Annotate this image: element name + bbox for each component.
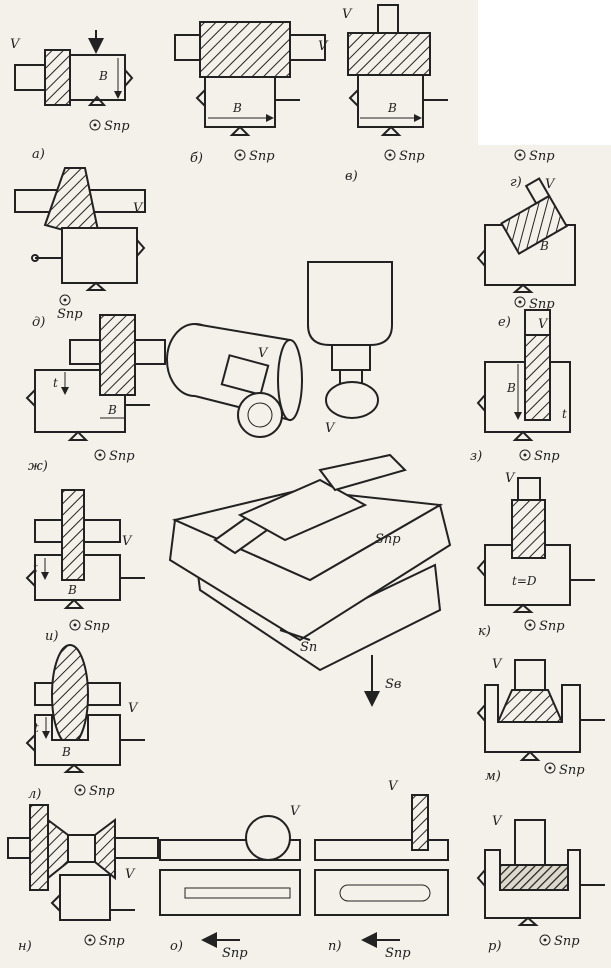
label-k: к): [478, 624, 491, 639]
label-d: д): [32, 315, 45, 330]
spindle-vertical: V: [307, 261, 393, 436]
dim-width-zh: B: [107, 403, 117, 417]
label-a: а): [32, 147, 45, 162]
velocity-d: V: [133, 201, 144, 216]
dim-depth-zh: t: [53, 376, 58, 390]
velocity-zh-persp: V: [258, 346, 269, 361]
velocity-p: V: [388, 779, 399, 794]
scheme-v: B V Sпр в): [342, 4, 448, 184]
velocity-l: V: [128, 701, 139, 716]
dim-width-z: B: [506, 381, 516, 395]
feed-table: Sпр: [375, 532, 401, 547]
feed-a: Sпр: [104, 119, 130, 134]
feed-e: Sпр: [529, 297, 555, 312]
dim-depth-l: t: [34, 721, 39, 735]
label-r: р): [488, 939, 501, 954]
velocity-z: V: [538, 317, 549, 332]
scheme-zh-perspective: V: [166, 323, 303, 438]
feed-g: Sпр: [529, 149, 555, 164]
scheme-o: V Sпр о): [159, 804, 301, 961]
feed-z: Sпр: [534, 449, 560, 464]
dim-depth-i: t: [33, 561, 38, 575]
feed-m: Sпр: [559, 763, 585, 778]
velocity-a: V: [10, 37, 21, 52]
velocity-r: V: [492, 814, 503, 829]
label-g: г): [510, 175, 522, 190]
velocity-b: V: [318, 39, 329, 54]
scheme-b: B V Sпр б): [174, 21, 329, 166]
scheme-i: t B V Sпр и): [25, 489, 145, 644]
scheme-zh: t B Sпр ж): [25, 314, 166, 474]
scheme-d: V Sпр д): [14, 167, 146, 330]
velocity-o: V: [290, 804, 301, 819]
feed-n: Sпр: [99, 934, 125, 949]
scheme-l: t B V Sпр л): [25, 644, 145, 802]
feed-i: Sпр: [84, 619, 110, 634]
dim-width-i: B: [67, 583, 77, 597]
dim-diameter-k: t=D: [512, 574, 537, 588]
label-o: о): [170, 939, 183, 954]
velocity-v: V: [342, 7, 353, 22]
scheme-r: V Sпр р): [476, 814, 605, 954]
label-zh: ж): [28, 459, 48, 474]
feed-k: Sпр: [539, 619, 565, 634]
velocity-spindle: V: [325, 421, 336, 436]
feed-zh: Sпр: [109, 449, 135, 464]
velocity-e: V: [545, 177, 556, 192]
scheme-m: V Sпр м): [476, 657, 605, 784]
velocity-k: V: [505, 471, 516, 486]
velocity-n: V: [125, 867, 136, 882]
scheme-e: B V Sпр е): [476, 177, 576, 330]
feed-vertical: Sв: [385, 677, 401, 692]
label-p: п): [328, 939, 341, 954]
scheme-g: Sпр г): [510, 149, 555, 190]
scheme-a: B V Sпр а): [10, 30, 134, 162]
scheme-z: B t V Sпр з): [470, 309, 571, 464]
worktable: Sпр Sп Sв: [168, 453, 452, 707]
velocity-m: V: [492, 657, 503, 672]
dim-width-v: B: [387, 101, 397, 115]
feed-b: Sпр: [249, 149, 275, 164]
scheme-p: V Sпр п): [314, 779, 449, 961]
feed-o: Sпр: [222, 946, 248, 961]
scheme-n: V Sпр н): [7, 804, 159, 954]
feed-r: Sпр: [554, 934, 580, 949]
label-b: б): [190, 151, 203, 166]
scheme-k: t=D V Sпр к): [476, 471, 595, 639]
label-e: е): [498, 315, 511, 330]
label-l: л): [28, 787, 41, 802]
label-v: в): [345, 169, 358, 184]
feed-p: Sпр: [385, 946, 411, 961]
feed-transverse: Sп: [300, 640, 317, 655]
velocity-i: V: [122, 534, 133, 549]
feed-l: Sпр: [89, 784, 115, 799]
dim-depth-z: t: [562, 407, 567, 421]
dim-width-e: B: [539, 239, 549, 253]
dim-width-l: B: [61, 745, 71, 759]
blank-corner: [478, 0, 611, 145]
label-n: н): [18, 939, 32, 954]
feed-d: Sпр: [57, 307, 83, 322]
feed-v: Sпр: [399, 149, 425, 164]
label-i: и): [45, 629, 58, 644]
label-m: м): [485, 769, 501, 784]
dim-width-b: B: [232, 101, 242, 115]
label-z: з): [470, 449, 482, 464]
dim-width-a: B: [98, 69, 108, 83]
